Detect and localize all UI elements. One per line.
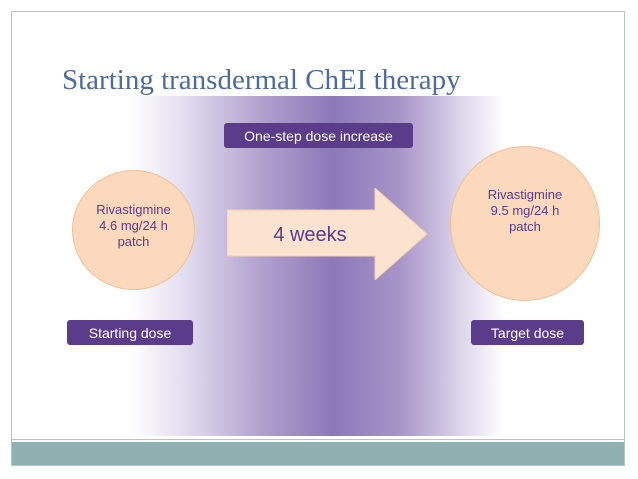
target-dose-label: Target dose xyxy=(471,320,584,345)
gradient-band xyxy=(130,96,505,436)
arrow-right-icon xyxy=(227,188,427,280)
target-form: patch xyxy=(509,218,541,234)
interval-label: 4 weeks xyxy=(273,223,347,246)
starting-dose-circle: Rivastigmine 4.6 mg/24 h patch xyxy=(72,170,195,290)
step-label: One-step dose increase xyxy=(224,123,413,148)
slide-frame xyxy=(11,11,625,466)
starting-dose-value: 4.6 mg/24 h xyxy=(99,218,168,233)
starting-drug: Rivastigmine xyxy=(96,202,171,217)
footer-divider xyxy=(12,439,624,440)
target-dose-value: 9.5 mg/24 h xyxy=(490,202,560,218)
footer-bar xyxy=(12,442,624,465)
starting-form: patch xyxy=(117,234,150,249)
target-dose-circle: Rivastigmine 9.5 mg/24 h patch xyxy=(450,146,600,301)
target-drug: Rivastigmine xyxy=(487,186,563,202)
starting-dose-label: Starting dose xyxy=(67,320,193,345)
slide-title: Starting transdermal ChEI therapy xyxy=(62,64,461,96)
